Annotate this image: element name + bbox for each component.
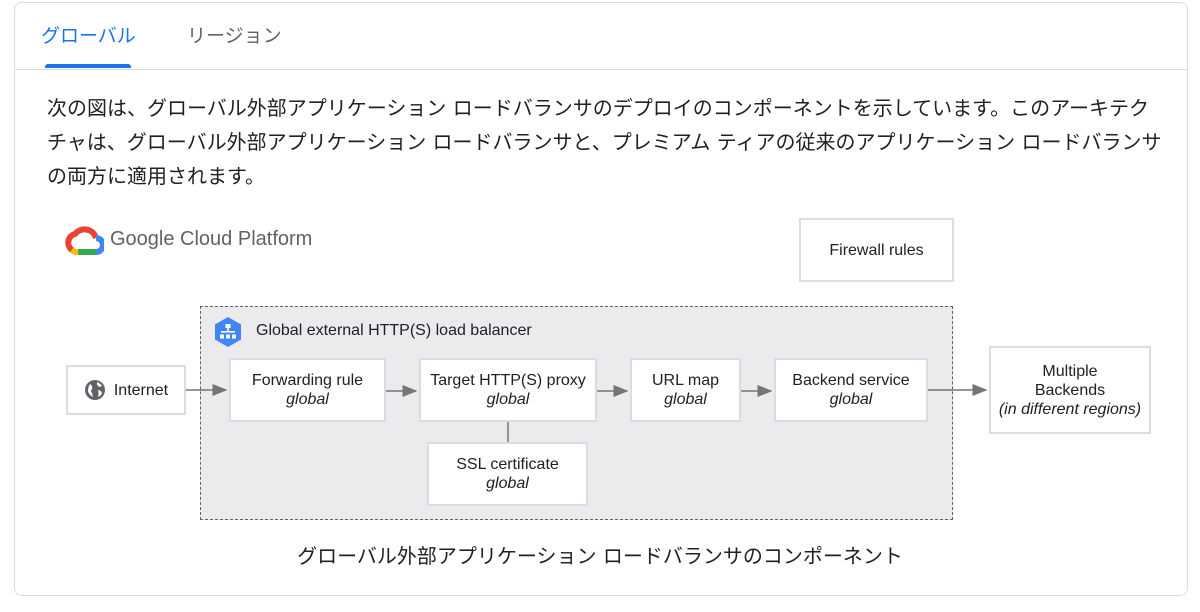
google-cloud-icon	[65, 226, 106, 256]
firewall-rules-label: Firewall rules	[829, 241, 924, 259]
forwarding-rule-label: Forwarding rule	[251, 372, 364, 389]
forwarding-rule-box: Forwarding rule global	[229, 358, 386, 422]
google-cloud-platform-logo: Google Cloud Platform	[64, 222, 312, 260]
backend-service-scope: global	[829, 391, 873, 408]
logo-text: Google Cloud Platform	[110, 228, 313, 250]
tab-global[interactable]: グローバル	[41, 25, 136, 47]
load-balancer-icon	[215, 317, 241, 347]
load-balancer-title: Global external HTTP(S) load balancer	[256, 322, 532, 339]
firewall-rules-box: Firewall rules	[799, 218, 954, 282]
target-proxy-scope: global	[486, 391, 530, 408]
description-text: 次の図は、グローバル外部アプリケーション ロードバランサのデプロイのコンポーネン…	[47, 96, 1162, 188]
url-map-box: URL map global	[630, 358, 741, 422]
forwarding-rule-scope: global	[286, 391, 329, 408]
backend-service-box: Backend service global	[774, 358, 928, 422]
ssl-certificate-scope: global	[486, 475, 529, 492]
internet-label: Internet	[113, 381, 169, 399]
tab-regional[interactable]: リージョン	[187, 25, 282, 47]
active-tab-indicator	[45, 64, 131, 68]
backends-regions-note: (in different regions)	[998, 400, 1142, 418]
url-map-scope: global	[664, 391, 707, 408]
backends-line1: Multiple	[1042, 362, 1098, 380]
globe-icon	[84, 380, 105, 400]
internet-box: Internet	[66, 365, 186, 415]
target-proxy-box: Target HTTP(S) proxy global	[419, 358, 597, 422]
tab-bar: グローバル リージョン	[15, 3, 1187, 70]
backends-line2: Backends	[1034, 381, 1106, 399]
multiple-backends-box: Multiple Backends (in different regions)	[989, 346, 1151, 434]
ssl-certificate-label: SSL certificate	[456, 456, 559, 473]
ssl-certificate-box: SSL certificate global	[427, 442, 588, 506]
backend-service-label: Backend service	[792, 372, 910, 389]
diagram-caption: グローバル外部アプリケーション ロードバランサのコンポーネント	[297, 544, 903, 568]
target-proxy-label: Target HTTP(S) proxy	[430, 372, 586, 389]
url-map-label: URL map	[652, 372, 719, 389]
